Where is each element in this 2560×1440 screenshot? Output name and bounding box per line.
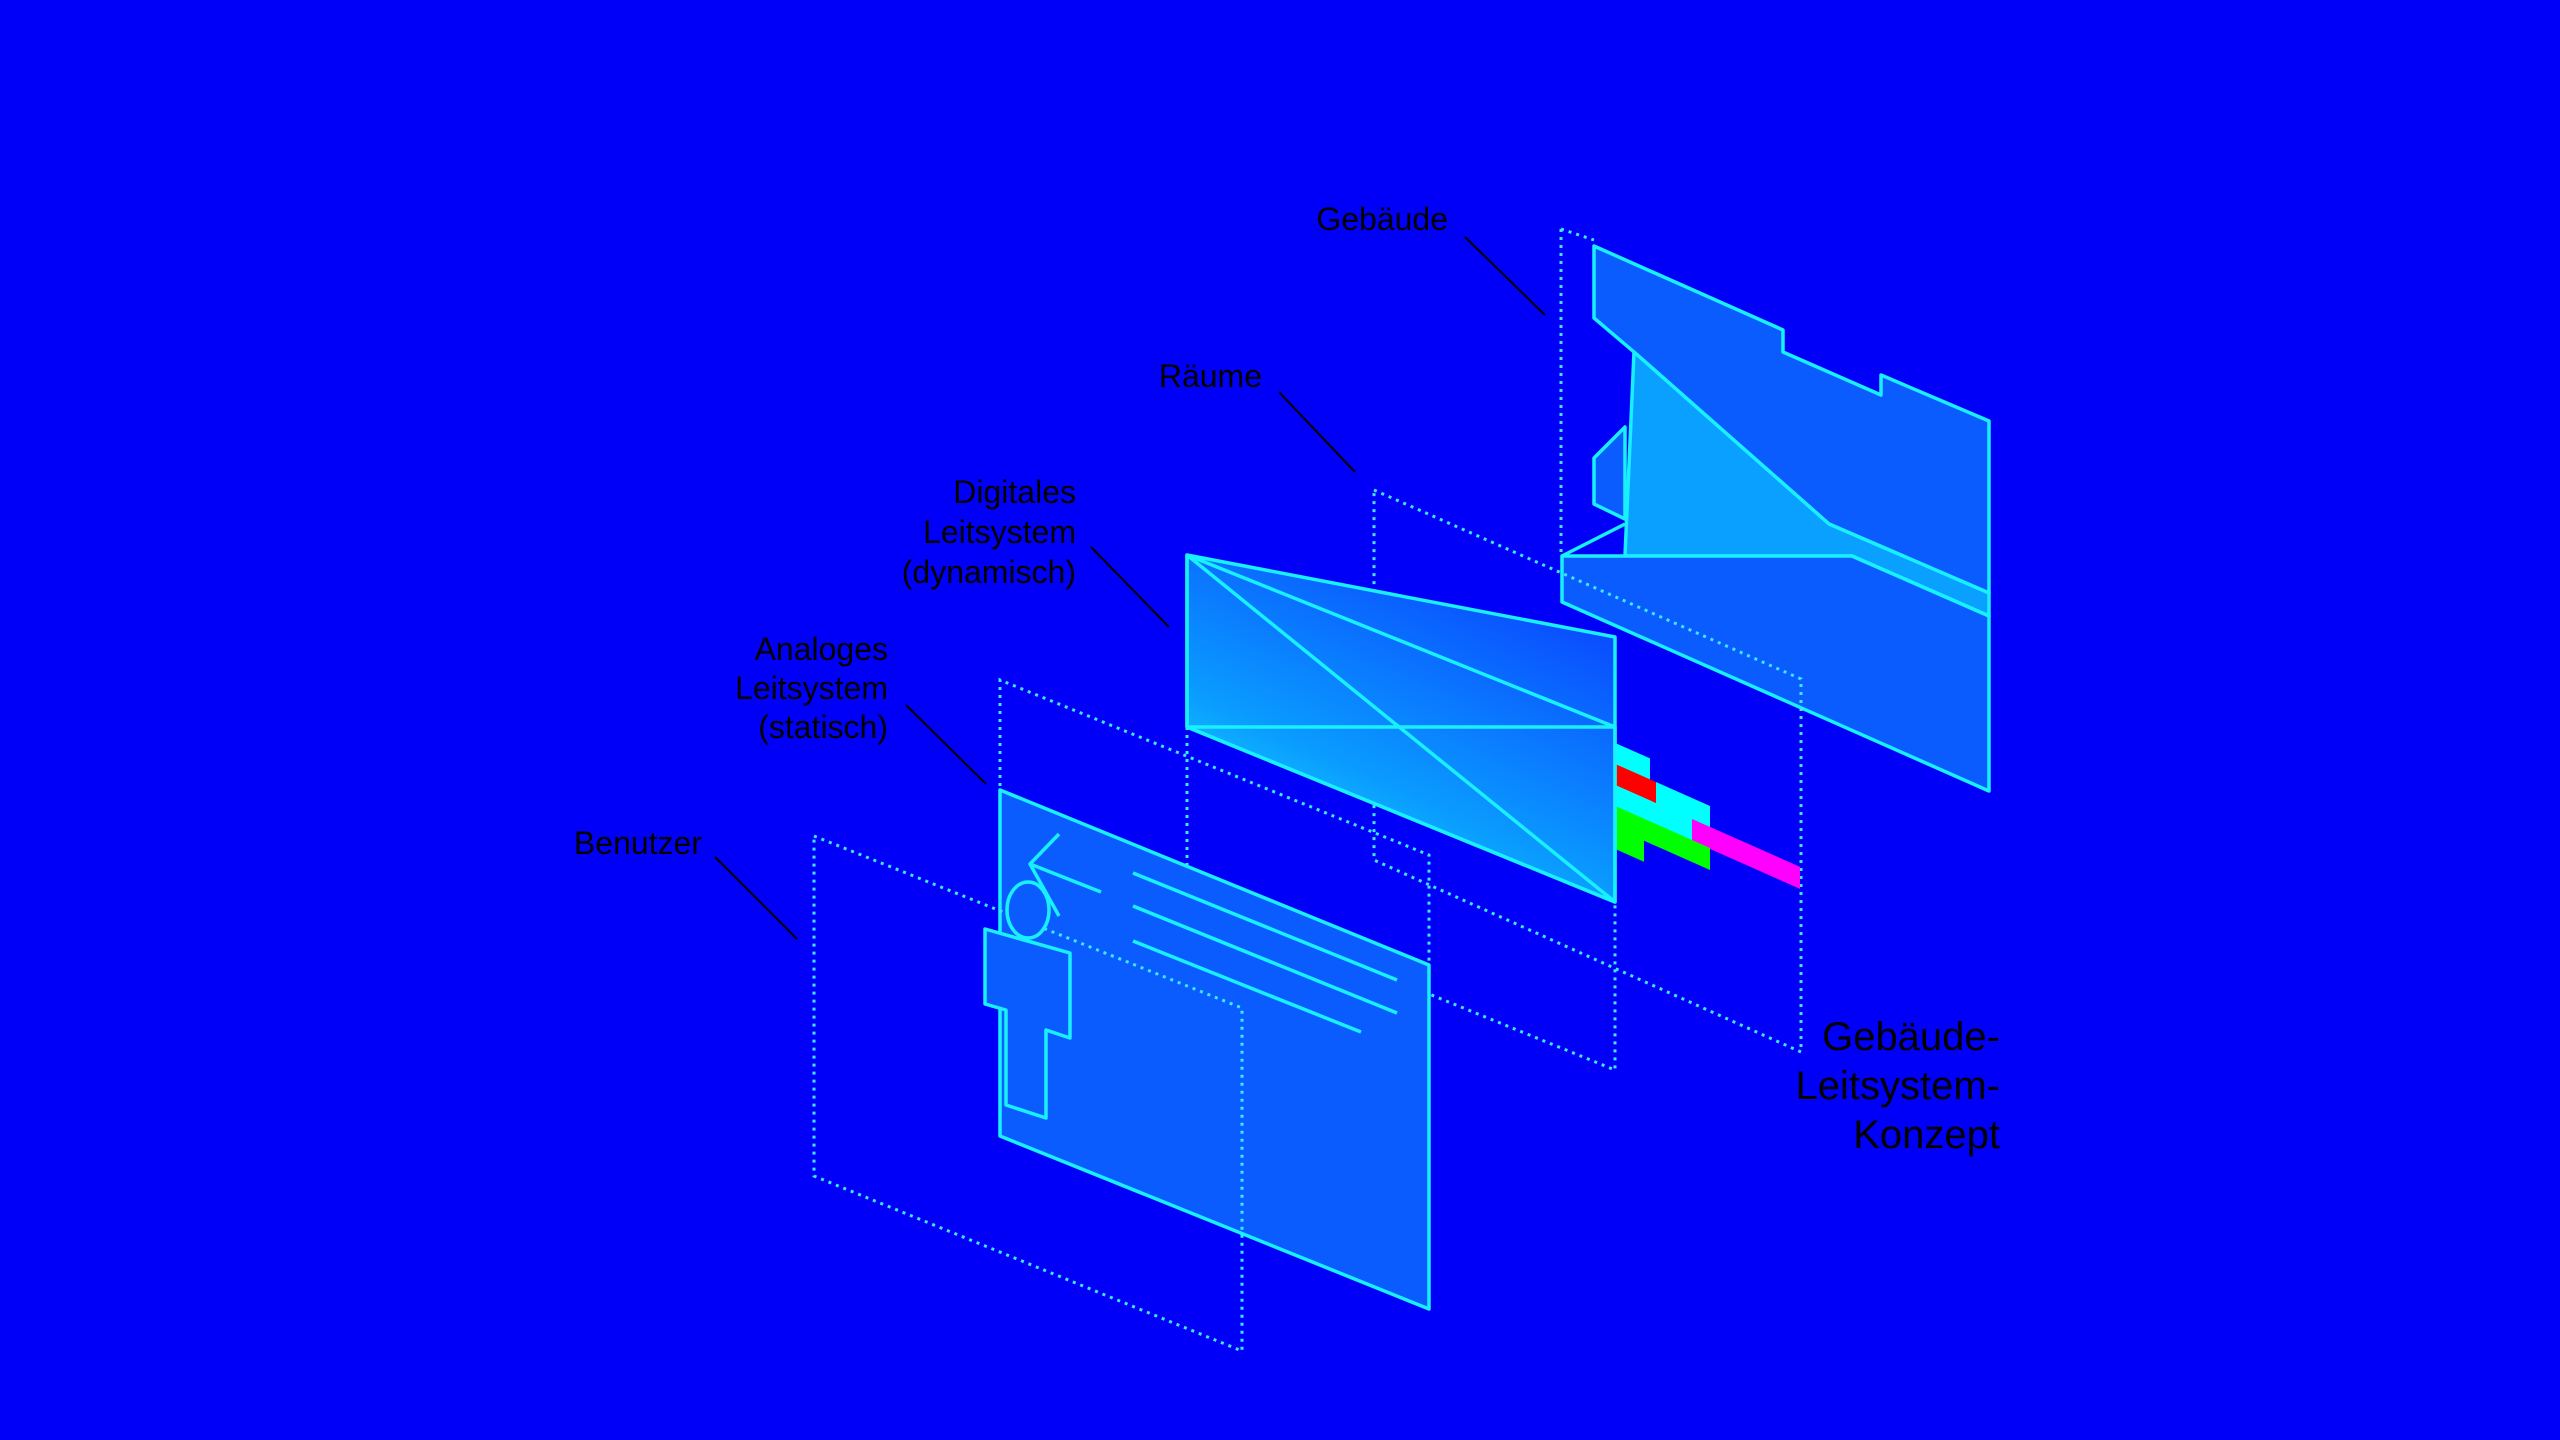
arrow-left-icon [1028, 832, 1102, 917]
label-rooms: Räume [1159, 358, 1262, 394]
label-digital-1: Digitales [953, 474, 1076, 510]
room-tile [1656, 824, 1710, 870]
room-tile [1656, 782, 1710, 828]
user-body [983, 927, 1072, 1120]
label-building: Gebäude [1316, 201, 1448, 237]
room-tile [1638, 795, 1692, 841]
room-tile [1692, 818, 1746, 865]
sign-text-lines [1132, 871, 1398, 1034]
digital-layer [1185, 553, 1617, 1073]
title-line-2: Leitsystem- [1796, 1064, 2001, 1108]
analog-layer [998, 677, 1431, 1311]
user-layer [812, 833, 1244, 1354]
title-line-1: Gebäude- [1822, 1015, 2000, 1059]
label-analog-2: Leitsystem [735, 670, 888, 706]
label-digital-2: Leitsystem [923, 514, 1076, 550]
label-digital-3: (dynamisch) [902, 554, 1076, 590]
leader-lines [714, 236, 1546, 940]
title-line-3: Konzept [1853, 1113, 2000, 1157]
analog-frame [998, 677, 1431, 1133]
analog-sign [998, 788, 1431, 1311]
building-layer [1559, 227, 1991, 793]
building-small-box [1592, 425, 1627, 521]
user-head [1005, 880, 1051, 940]
digital-frame [1185, 727, 1617, 1073]
digital-screen-diagonal [1185, 553, 1617, 904]
label-analog-1: Analoges [755, 631, 888, 667]
room-tile [1746, 842, 1800, 889]
building-back-wall [1592, 244, 1991, 595]
building-edge [1561, 522, 1990, 618]
building-floor-slab [1560, 554, 1991, 793]
label-user: Benutzer [574, 825, 702, 861]
label-analog-3: (statisch) [758, 709, 888, 745]
